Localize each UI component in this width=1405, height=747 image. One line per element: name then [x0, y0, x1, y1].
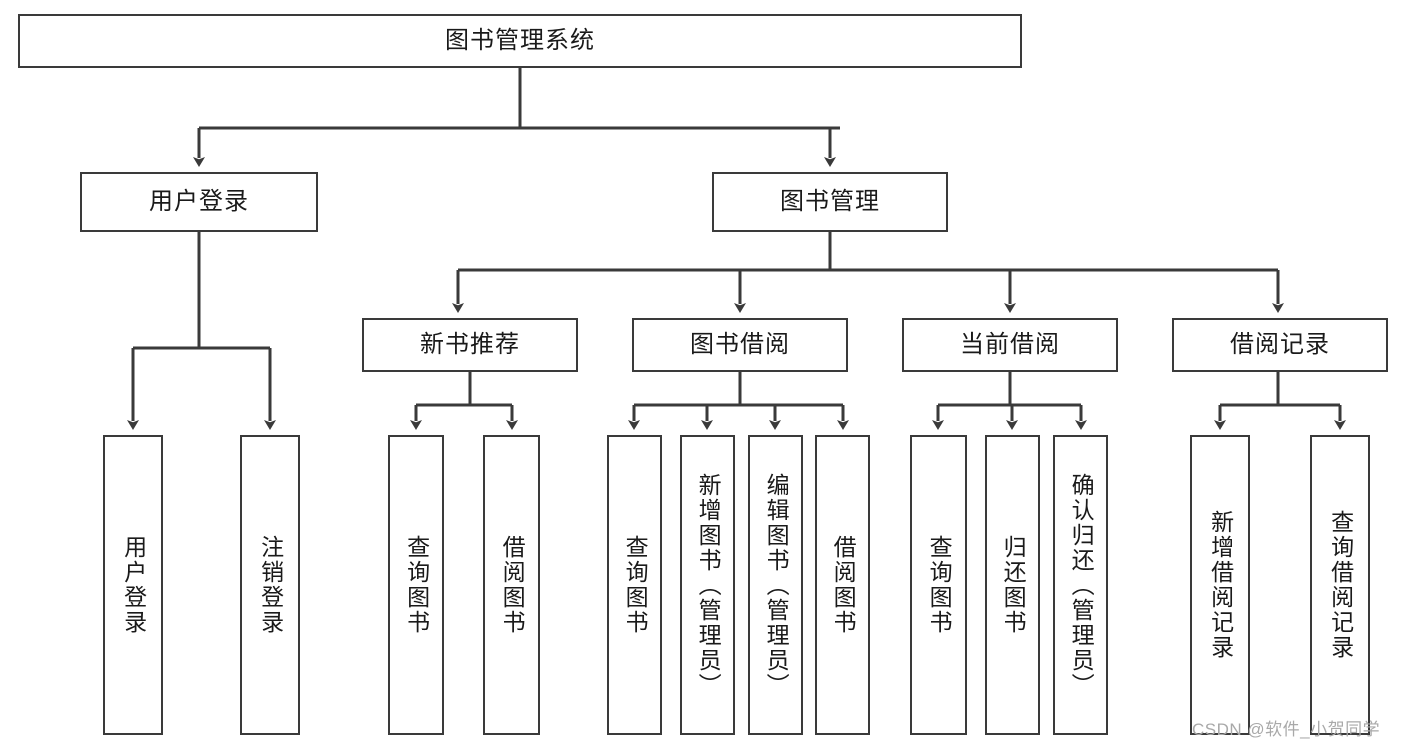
leaf-text-wrap: 新增图书（管理员）	[682, 437, 733, 733]
leaf-query-book-borrow-label: 查询图书	[622, 535, 649, 635]
leaf-text-wrap: 注销登录	[242, 437, 298, 733]
leaf-text-wrap: 用户登录	[105, 437, 161, 733]
leaf-edit-book-admin-label: 编辑图书（管理员）	[763, 472, 790, 698]
leaf-text-wrap: 编辑图书（管理员）	[750, 437, 801, 733]
node-root[interactable]: 图书管理系统	[18, 14, 1022, 68]
node-new-book-recommend[interactable]: 新书推荐	[362, 318, 578, 372]
leaf-text-wrap: 查询借阅记录	[1312, 437, 1368, 733]
leaf-query-book-current[interactable]: 查询图书	[910, 435, 967, 735]
leaf-return-book[interactable]: 归还图书	[985, 435, 1040, 735]
leaf-query-book-recommend-label: 查询图书	[403, 535, 430, 635]
leaf-borrow-book-label: 借阅图书	[830, 535, 857, 635]
leaf-return-book-label: 归还图书	[1000, 535, 1027, 635]
leaf-query-book-current-label: 查询图书	[926, 535, 953, 635]
leaf-add-book-admin-label: 新增图书（管理员）	[695, 472, 722, 698]
leaf-query-borrow-record[interactable]: 查询借阅记录	[1310, 435, 1370, 735]
node-new-book-recommend-label: 新书推荐	[420, 331, 520, 358]
leaf-text-wrap: 确认归还（管理员）	[1055, 437, 1106, 733]
leaf-user-login-label: 用户登录	[120, 535, 147, 635]
leaf-text-wrap: 查询图书	[390, 437, 442, 733]
node-user-login-label: 用户登录	[149, 188, 249, 215]
leaf-text-wrap: 新增借阅记录	[1192, 437, 1248, 733]
leaf-confirm-return-admin[interactable]: 确认归还（管理员）	[1053, 435, 1108, 735]
leaf-borrow-book-recommend[interactable]: 借阅图书	[483, 435, 540, 735]
leaf-text-wrap: 查询图书	[609, 437, 660, 733]
leaf-logout-label: 注销登录	[257, 535, 284, 635]
node-root-label: 图书管理系统	[445, 27, 595, 54]
leaf-add-borrow-record[interactable]: 新增借阅记录	[1190, 435, 1250, 735]
node-book-management-label: 图书管理	[780, 188, 880, 215]
leaf-query-book-borrow[interactable]: 查询图书	[607, 435, 662, 735]
leaf-text-wrap: 借阅图书	[817, 437, 868, 733]
leaf-borrow-book[interactable]: 借阅图书	[815, 435, 870, 735]
node-current-borrow[interactable]: 当前借阅	[902, 318, 1118, 372]
leaf-add-borrow-record-label: 新增借阅记录	[1207, 510, 1234, 660]
leaf-query-book-recommend[interactable]: 查询图书	[388, 435, 444, 735]
node-borrow-record[interactable]: 借阅记录	[1172, 318, 1388, 372]
node-user-login[interactable]: 用户登录	[80, 172, 318, 232]
leaf-user-login[interactable]: 用户登录	[103, 435, 163, 735]
leaf-borrow-book-recommend-label: 借阅图书	[499, 535, 526, 635]
node-borrow-record-label: 借阅记录	[1230, 331, 1330, 358]
node-current-borrow-label: 当前借阅	[960, 331, 1060, 358]
leaf-edit-book-admin[interactable]: 编辑图书（管理员）	[748, 435, 803, 735]
node-book-borrow[interactable]: 图书借阅	[632, 318, 848, 372]
leaf-confirm-return-admin-label: 确认归还（管理员）	[1068, 472, 1095, 698]
node-book-management[interactable]: 图书管理	[712, 172, 948, 232]
leaf-query-borrow-record-label: 查询借阅记录	[1327, 510, 1354, 660]
leaf-add-book-admin[interactable]: 新增图书（管理员）	[680, 435, 735, 735]
node-book-borrow-label: 图书借阅	[690, 331, 790, 358]
leaf-logout[interactable]: 注销登录	[240, 435, 300, 735]
leaf-text-wrap: 查询图书	[912, 437, 965, 733]
leaf-text-wrap: 归还图书	[987, 437, 1038, 733]
leaf-text-wrap: 借阅图书	[485, 437, 538, 733]
csdn-watermark: CSDN @软件_小贺同学	[1192, 720, 1381, 739]
